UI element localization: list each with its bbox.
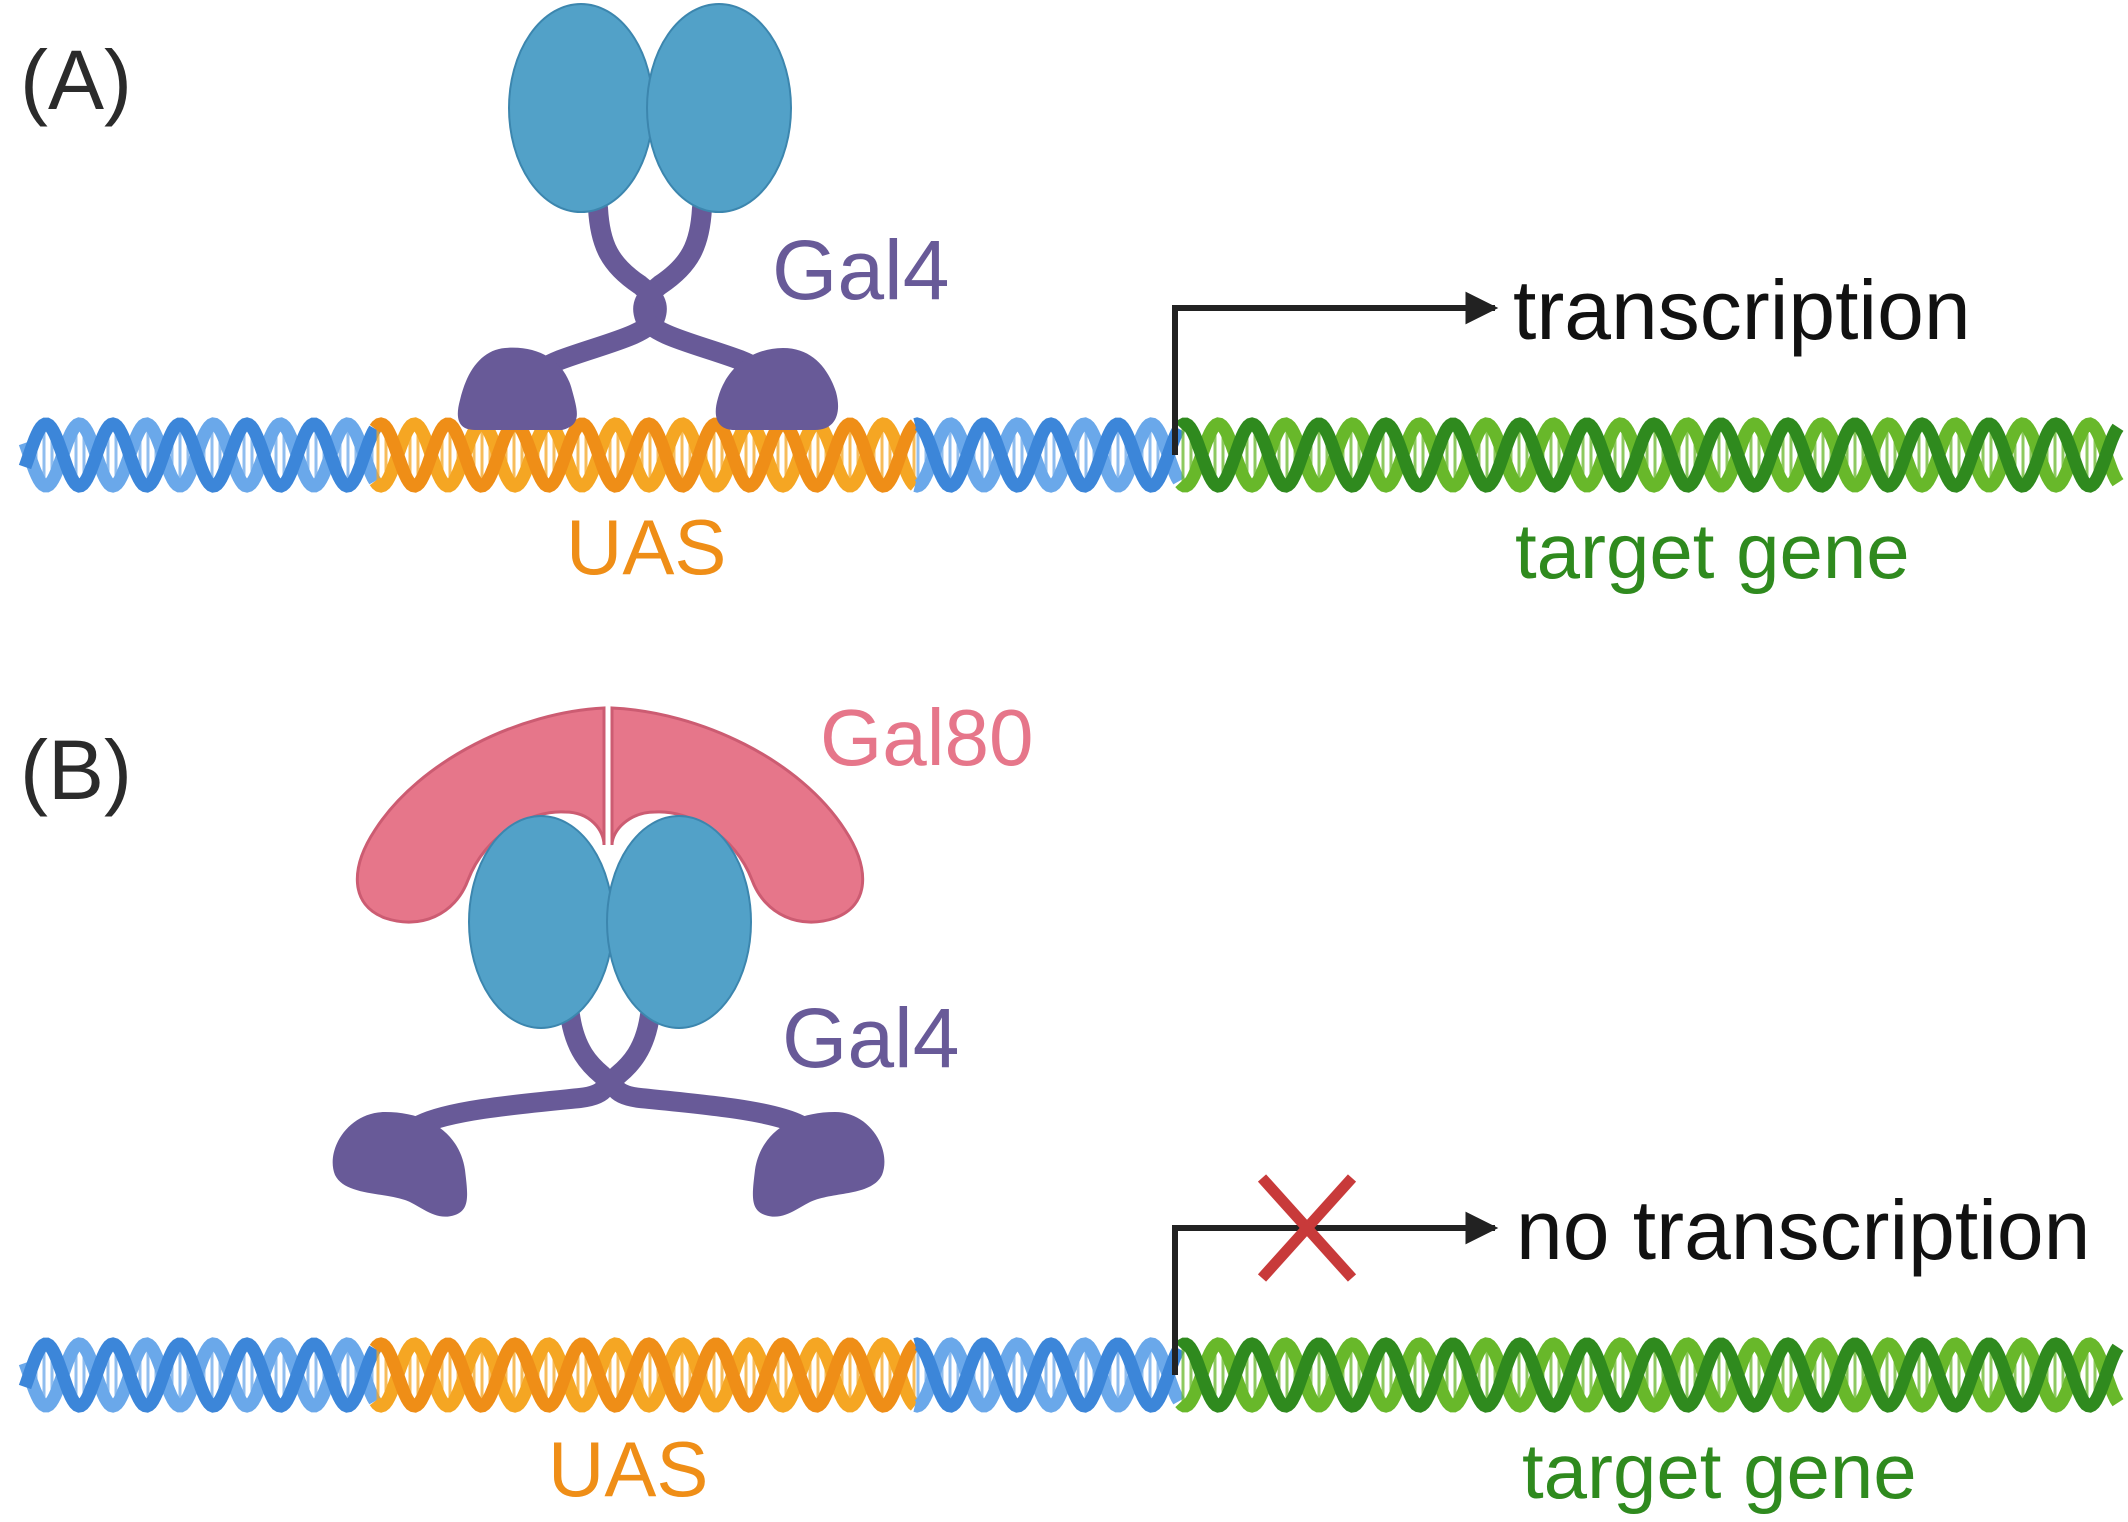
gal4-activation-domain-left-a xyxy=(508,3,654,213)
gal4-dbd-right-b xyxy=(752,1112,885,1217)
target-gene-dna-a xyxy=(1175,417,2124,493)
gal80-label-b: Gal80 xyxy=(820,693,1034,782)
panel-a xyxy=(18,3,2124,493)
gal4-dbd-left-b xyxy=(332,1112,468,1217)
blocked-x-icon xyxy=(1257,1174,1357,1282)
panel-b xyxy=(18,706,2124,1413)
uas-dna-b xyxy=(369,1337,920,1413)
target-gene-dna-b-strand-front xyxy=(1175,1337,2124,1413)
dna-flank-mid-a xyxy=(913,417,1185,493)
target-gene-label-a: target gene xyxy=(1515,507,1910,595)
target-gene-dna-b xyxy=(1175,1337,2124,1413)
gal4-activation-domain-right-b xyxy=(606,815,752,1029)
target-gene-dna-a-strand-front xyxy=(1175,417,2124,493)
gal80-subunit-left-b xyxy=(355,706,606,924)
no-transcription-label-b: no transcription xyxy=(1516,1183,2091,1277)
uas-dna-a-strand-front xyxy=(369,417,920,493)
gal4-activation-domain-right-a xyxy=(646,3,792,213)
dna-flank-mid-a-strand-front xyxy=(913,417,1185,493)
dna-flank-mid-b-strand-front xyxy=(913,1337,1185,1413)
dna-flank-left-a xyxy=(18,417,381,493)
transcription-arrow-a xyxy=(1172,291,1499,455)
gal4-label-b: Gal4 xyxy=(782,991,960,1085)
dna-strand-b xyxy=(18,1337,2124,1413)
transcription-label-a: transcription xyxy=(1513,263,1971,357)
gal4-protein-b xyxy=(332,815,885,1217)
dna-flank-left-b xyxy=(18,1337,381,1413)
dna-flank-mid-b xyxy=(913,1337,1185,1413)
target-gene-label-b: target gene xyxy=(1522,1427,1917,1515)
uas-dna-b-strand-front xyxy=(369,1337,920,1413)
panel-label-b: (B) xyxy=(20,723,132,817)
transcription-arrow-b xyxy=(1172,1174,1499,1375)
dna-strand-a xyxy=(18,417,2124,493)
uas-label-b: UAS xyxy=(548,1425,709,1513)
uas-dna-a xyxy=(369,417,920,493)
gal80-protein-b xyxy=(355,706,865,924)
gal4-protein-a xyxy=(457,3,839,430)
gal4-dbd-left-a xyxy=(457,347,577,430)
tss-arrow-b xyxy=(1172,1211,1499,1375)
gal4-dbd-right-a xyxy=(715,348,839,430)
panel-label-a: (A) xyxy=(20,33,132,127)
uas-label-a: UAS xyxy=(566,503,727,591)
dna-flank-left-b-strand-front xyxy=(18,1337,381,1413)
gal4-label-a: Gal4 xyxy=(772,223,950,317)
gal80-subunit-right-b xyxy=(610,706,865,924)
dna-flank-left-a-strand-front xyxy=(18,417,381,493)
tss-arrow-a xyxy=(1172,291,1499,455)
gal4-activation-domain-left-b xyxy=(468,815,614,1029)
